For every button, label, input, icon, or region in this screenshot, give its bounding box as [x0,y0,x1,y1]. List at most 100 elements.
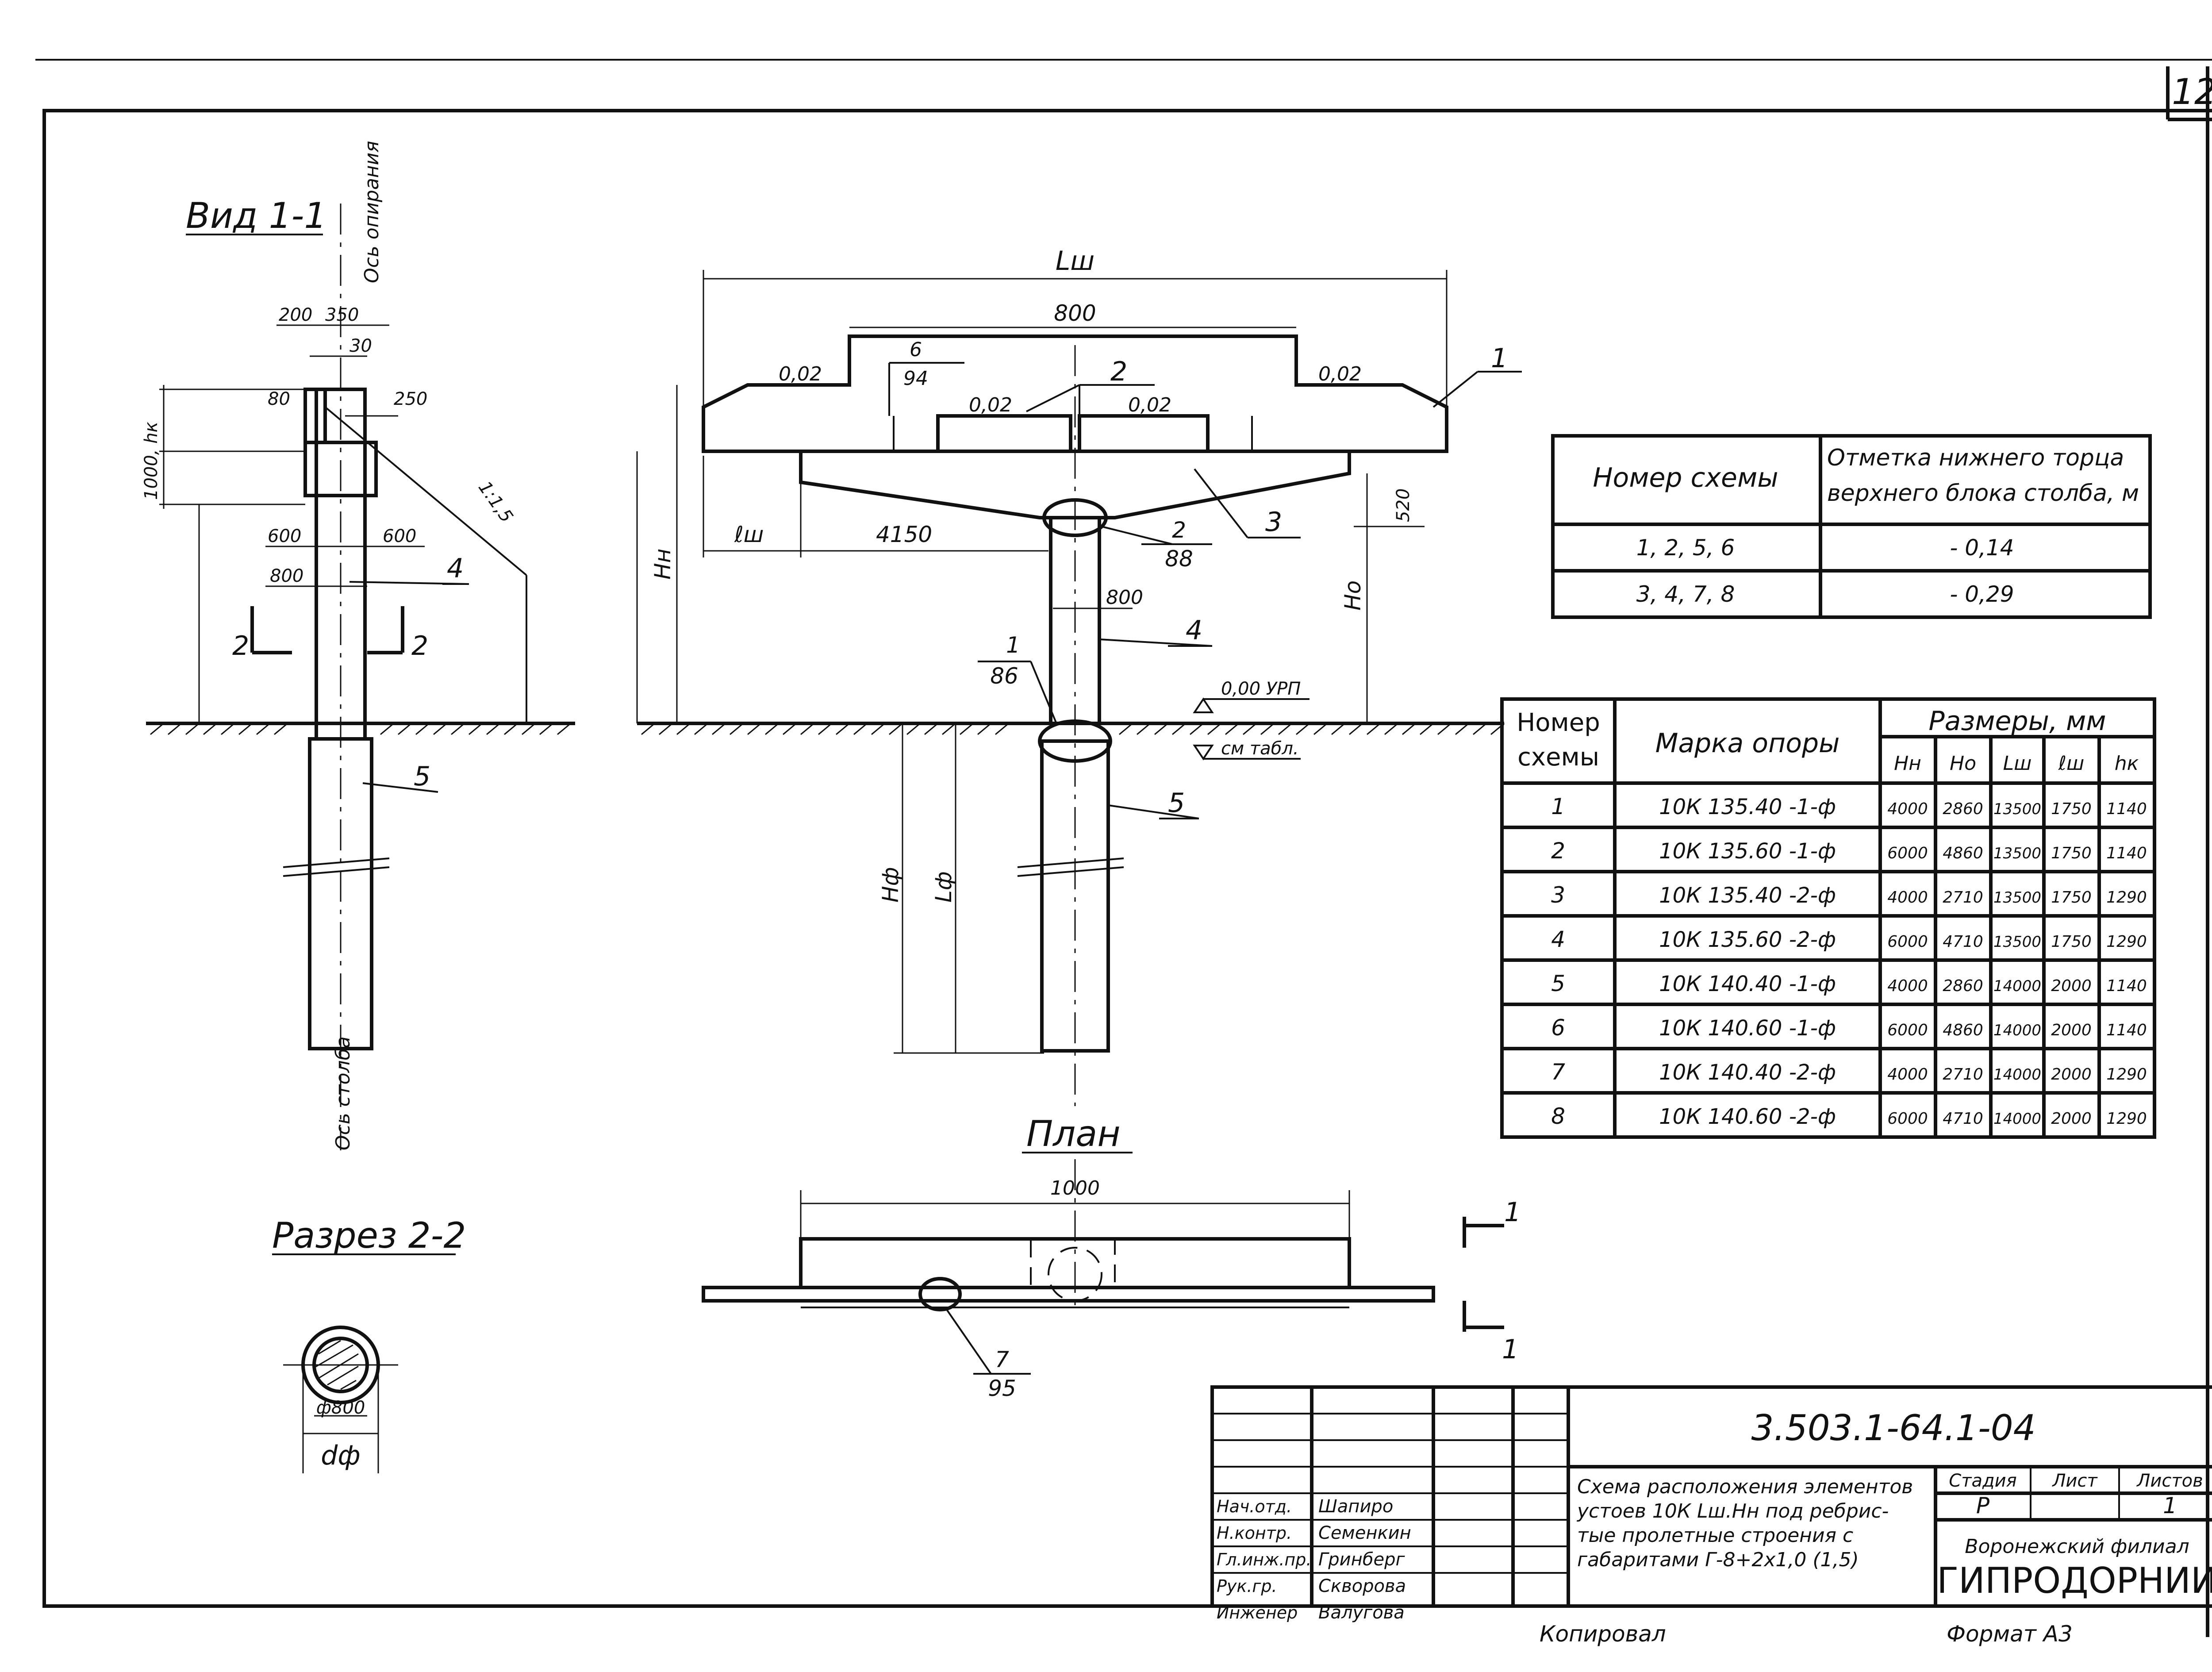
marks-row2-scheme: 3, 4, 7, 8 [1636,581,1735,607]
section-2-2: Разрез 2-2 ф800 dф [272,1215,466,1473]
label-2: 2 [1110,356,1127,387]
callout-3: 3 [1265,507,1282,538]
dim-800-col: 800 [1106,586,1143,609]
elevation-view: Lш 800 0,02 0,02 0,02 0,02 520 6 94 2 [636,246,1522,1106]
level-mark: 0,00 УРП [1221,679,1301,699]
node-2-den: 88 [1165,546,1193,572]
desc-line-3: тые пролетные строения с [1577,1524,1853,1547]
signature-role: Рук.гр. [1217,1576,1277,1596]
dims-sub-Ho: Hо [1950,752,1976,775]
dims-header-sizes: Размеры, мм [1928,706,2106,737]
dims-row-size: 4000 [1887,888,1928,907]
dims-row-size: 4000 [1887,800,1928,818]
sheet-number: 12 [2172,71,2212,112]
dim-80: 80 [268,389,290,409]
slope-ratio: 1:1,5 [474,477,517,526]
dims-row-size: 6000 [1887,933,1928,951]
dim-Lf: Lф [931,871,956,903]
slope-left: 0,02 [779,363,822,385]
sheet-label: Лист [2051,1471,2098,1491]
slab-right [1078,414,1210,453]
column-axis-label: Ось столба [332,1036,354,1150]
dims-row-size: 13500 [1993,800,2041,818]
dim-600-right: 600 [383,526,416,546]
dim-250: 250 [394,389,427,409]
node-7-num: 7 [995,1347,1009,1372]
pile-lower [308,737,373,1050]
node-2-num: 2 [1172,517,1186,543]
dims-row-size: 2710 [1943,1065,1983,1084]
dims-row-size: 14000 [1993,1022,2041,1039]
section-mark-left: 2 [232,630,249,661]
dims-row-size: 2000 [2051,1021,2092,1039]
sheets-value: 1 [2163,1493,2177,1518]
dims-row-size: 4000 [1887,1065,1928,1084]
table-marks: Номер схемы Отметка нижнего торца верхне… [1551,434,2152,619]
dims-row-size: 4000 [1887,977,1928,995]
slope-right: 0,02 [1318,363,1362,385]
view-1-1-title: Вид 1-1 [186,195,326,236]
dim-Hf: Hф [878,867,903,903]
dim-200: 200 [279,305,312,325]
dims-row-size: 13500 [1993,845,2041,862]
dims-row-brand: 10К 135.40 -1-ф [1659,795,1836,819]
dims-row-size: 1750 [2051,800,2092,818]
pile-elev [1040,739,1110,1053]
dims-row-size: 14000 [1993,977,2041,995]
dims-row-size: 1140 [2106,844,2147,862]
dims-row-brand: 10К 135.40 -2-ф [1659,883,1836,908]
dims-row-size: 14000 [1993,1066,2041,1084]
sheets-label: Листов [2136,1471,2203,1491]
marks-header-elevation: Отметка нижнего торца верхнего блока сто… [1827,445,2139,507]
signature-role: Нач.отд. [1217,1497,1292,1516]
dims-row-brand: 10К 135.60 -1-ф [1659,839,1836,864]
dim-Lsh: Lш [1056,246,1094,277]
dims-row-size: 6000 [1887,1110,1928,1128]
dims-sub-Lsh: Lш [2003,752,2032,775]
drawing-frame [42,109,2212,1608]
dims-row-size: 13500 [1993,933,2041,951]
dims-row-size: 1750 [2051,844,2092,862]
signature-name: Семенкин [1318,1523,1411,1543]
support-axis-label: Ось опирания [361,141,383,283]
dims-sub-hk: hк [2115,752,2139,775]
dims-row-size: 1290 [2106,1110,2147,1128]
section-mark-right: 2 [411,630,428,661]
plan-view: План 1000 7 95 1 1 [702,1113,1521,1401]
dims-row-size: 1140 [2106,1021,2147,1039]
dims-row-size: 1750 [2051,933,2092,951]
section-2-2-title: Разрез 2-2 [272,1215,466,1256]
dim-Ho: Hо [1340,580,1366,611]
stage-label: Стадия [1949,1471,2016,1491]
dims-row-brand: 10К 140.60 -2-ф [1659,1104,1836,1129]
slab-left [936,414,1072,453]
desc-line-4: габаритами Г-8+2х1,0 (1,5) [1577,1549,1859,1571]
doc-code: 3.503.1-64.1-04 [1751,1407,2035,1449]
dim-800-top: 800 [1054,300,1096,326]
copied-label: Копировал [1540,1621,1666,1647]
stage-value: Р [1976,1493,1990,1518]
marks-row1-value: - 0,14 [1950,535,2014,561]
signature-name: Скворова [1318,1576,1406,1596]
dim-4150: 4150 [876,522,932,547]
node-1-num: 1 [1006,632,1020,658]
dims-row-size: 6000 [1887,844,1928,862]
dims-row-brand: 10К 140.40 -1-ф [1659,972,1836,996]
signature-role: Н.контр. [1217,1523,1292,1543]
marks-row1-scheme: 1, 2, 5, 6 [1636,535,1735,561]
dims-row-scheme: 2 [1551,838,1565,864]
slope-mid-left: 0,02 [969,394,1012,416]
dims-header-scheme: Номер схемы [1517,708,1600,772]
desc-line-1: Схема расположения элементов [1577,1476,1913,1498]
cap-block [303,441,378,497]
marks-row2-value: - 0,29 [1950,581,2014,607]
signature-name: Гринберг [1318,1549,1405,1570]
dims-row-size: 1290 [2106,933,2147,951]
dims-row-brand: 10К 140.60 -1-ф [1659,1016,1836,1041]
dims-row-size: 2000 [2051,1065,2092,1084]
callout-5-elev: 5 [1168,788,1185,819]
section-1-top: 1 [1504,1197,1521,1228]
dims-row-scheme: 1 [1551,794,1565,819]
signature-name: Валугова [1318,1603,1405,1623]
